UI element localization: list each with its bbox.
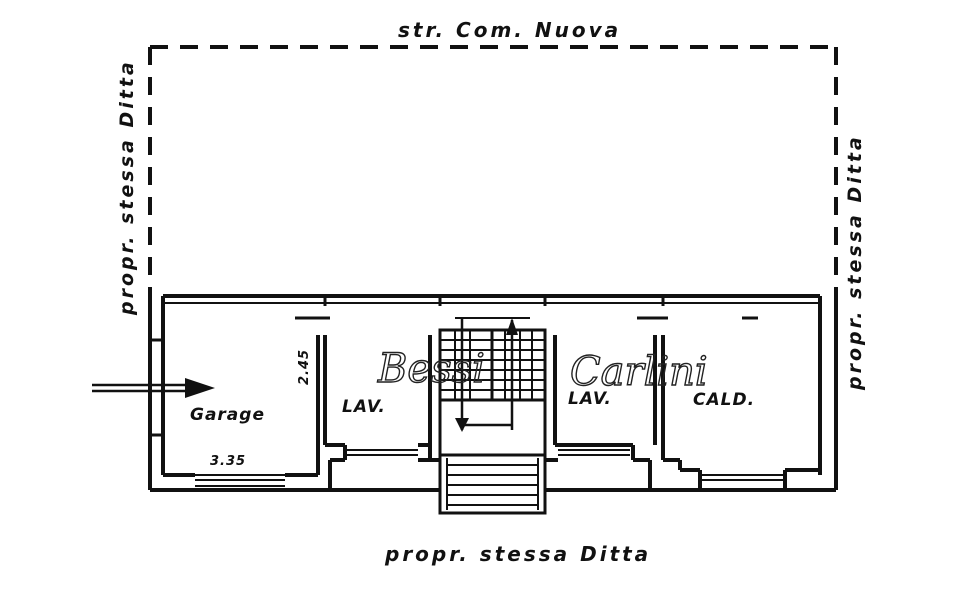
wall-notches	[295, 296, 758, 320]
bottom-neighbour-label: propr. stessa Ditta	[384, 542, 651, 566]
street-label: str. Com. Nuova	[398, 18, 621, 42]
garage-width-dimension: 3.35	[210, 454, 246, 469]
cald-window	[700, 474, 785, 481]
lav-left-label: LAV.	[342, 397, 386, 417]
lav-right-label: LAV.	[568, 389, 612, 409]
right-neighbour-label: propr. stessa Ditta	[844, 134, 866, 391]
cald-label: CALD.	[693, 390, 755, 410]
garage-left-openings	[150, 338, 163, 437]
property-boundary	[148, 45, 838, 300]
staircase	[438, 318, 547, 515]
lav-left-room	[325, 335, 440, 490]
garage-window	[195, 474, 285, 487]
lav-right-window	[558, 449, 630, 456]
left-neighbour-label: propr. stessa Ditta	[116, 59, 138, 316]
garage-label: Garage	[190, 405, 265, 425]
lav-right-room	[545, 335, 665, 490]
signature-right: Carlini	[570, 349, 708, 395]
signature-left: Bessi	[377, 346, 485, 392]
garage-room	[163, 335, 327, 477]
garage-height-dimension: 2.45	[297, 349, 312, 385]
garage-entrance-arrow	[92, 378, 215, 398]
